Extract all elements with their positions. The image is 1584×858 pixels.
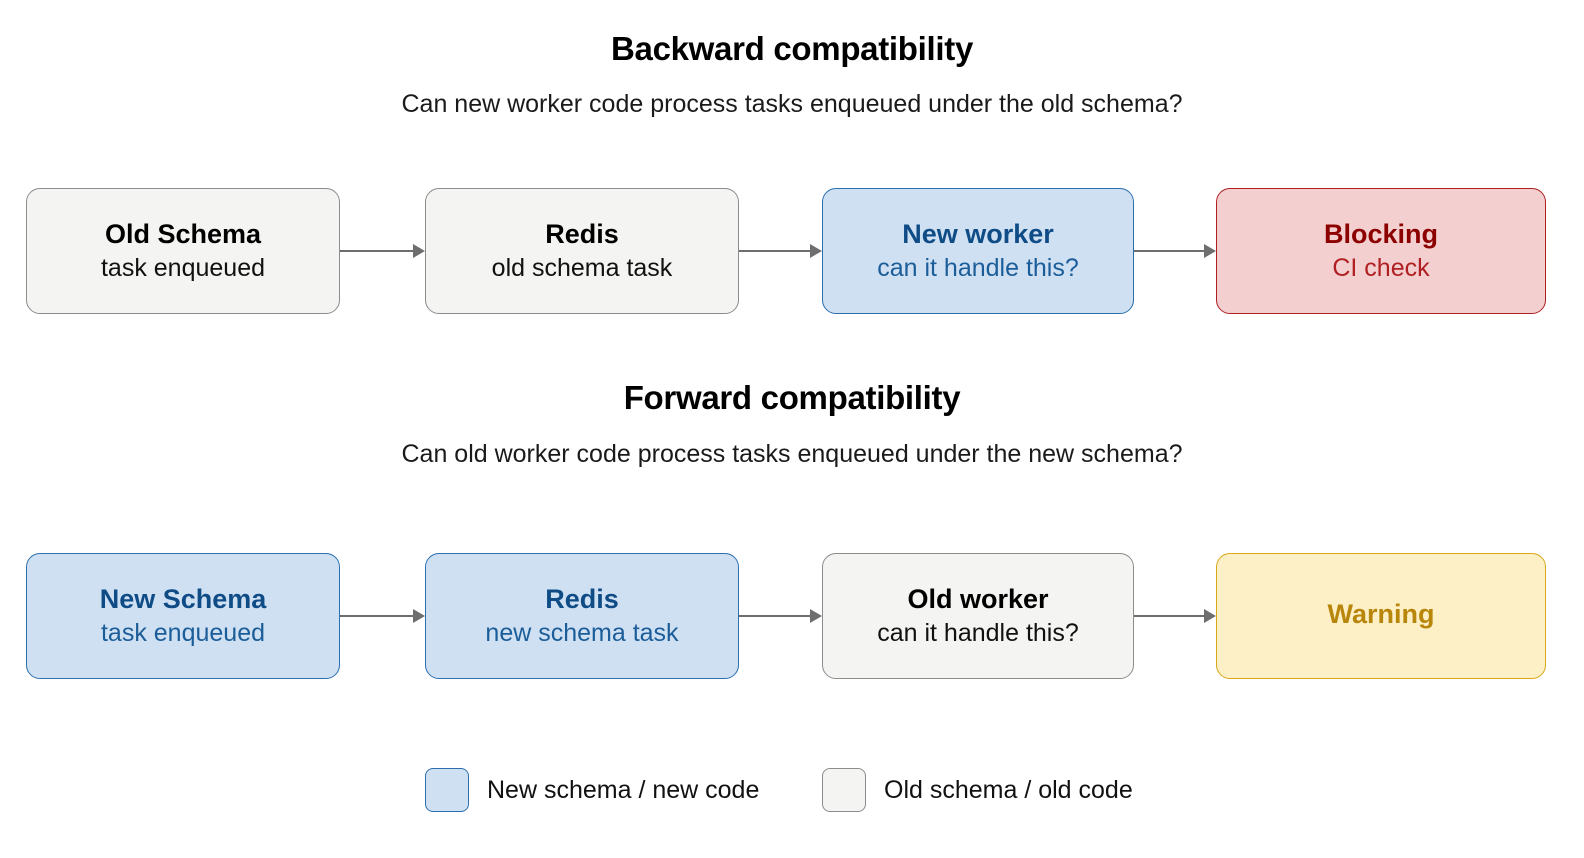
node-title: New Schema xyxy=(99,583,267,614)
node-new-schema[interactable]: New Schema task enqueued xyxy=(26,553,340,679)
node-subtitle: can it handle this? xyxy=(877,618,1079,647)
arrow-head xyxy=(1204,609,1216,623)
node-title: Redis xyxy=(545,218,619,249)
legend: New schema / new code Old schema / old c… xyxy=(0,766,1584,816)
node-old-schema[interactable]: Old Schema task enqueued xyxy=(26,188,340,314)
arrow-right-icon xyxy=(739,609,822,623)
legend-swatch-grey-icon xyxy=(822,768,866,812)
arrow-right-icon xyxy=(1134,244,1216,258)
forward-compatibility-title: Forward compatibility xyxy=(623,379,961,416)
node-subtitle: task enqueued xyxy=(100,253,266,282)
arrow-shaft xyxy=(739,250,811,252)
arrow-right-icon xyxy=(739,244,822,258)
backward-compatibility-title: Backward compatibility xyxy=(610,30,973,67)
arrow-right-icon xyxy=(340,609,425,623)
node-subtitle: CI check xyxy=(1332,253,1430,282)
arrow-shaft xyxy=(340,615,414,617)
node-old-worker[interactable]: Old worker can it handle this? xyxy=(822,553,1134,679)
node-warning[interactable]: Warning xyxy=(1216,553,1546,679)
arrow-head xyxy=(413,244,425,258)
node-subtitle: task enqueued xyxy=(100,618,266,647)
node-subtitle: old schema task xyxy=(491,253,673,282)
node-title: New worker xyxy=(902,218,1054,249)
arrow-head xyxy=(810,609,822,623)
legend-label: New schema / new code xyxy=(487,775,760,804)
forward-compatibility-subtitle: Can old worker code process tasks enqueu… xyxy=(401,440,1183,468)
node-subtitle: new schema task xyxy=(485,618,679,647)
arrow-right-icon xyxy=(340,244,425,258)
node-blocking-ci-check[interactable]: Blocking CI check xyxy=(1216,188,1546,314)
forward-flow-row: New Schema task enqueued Redis new schem… xyxy=(0,553,1584,681)
node-redis-new[interactable]: Redis new schema task xyxy=(425,553,739,679)
arrow-head xyxy=(810,244,822,258)
legend-label: Old schema / old code xyxy=(884,775,1133,804)
backward-compatibility-subtitle: Can new worker code process tasks enqueu… xyxy=(401,90,1183,118)
node-subtitle: can it handle this? xyxy=(877,253,1079,282)
arrow-right-icon xyxy=(1134,609,1216,623)
node-title: Blocking xyxy=(1323,218,1438,249)
node-new-worker[interactable]: New worker can it handle this? xyxy=(822,188,1134,314)
backward-flow-row: Old Schema task enqueued Redis old schem… xyxy=(0,188,1584,316)
legend-item-old-schema: Old schema / old code xyxy=(822,766,1133,814)
node-title: Warning xyxy=(1327,598,1435,629)
arrow-shaft xyxy=(340,250,414,252)
arrow-shaft xyxy=(1134,615,1205,617)
node-title: Old worker xyxy=(907,583,1049,614)
arrow-head xyxy=(413,609,425,623)
node-title: Redis xyxy=(545,583,619,614)
legend-swatch-blue-icon xyxy=(425,768,469,812)
arrow-head xyxy=(1204,244,1216,258)
arrow-shaft xyxy=(1134,250,1205,252)
node-title: Old Schema xyxy=(104,218,262,249)
legend-item-new-schema: New schema / new code xyxy=(425,766,759,814)
arrow-shaft xyxy=(739,615,811,617)
node-redis-old[interactable]: Redis old schema task xyxy=(425,188,739,314)
